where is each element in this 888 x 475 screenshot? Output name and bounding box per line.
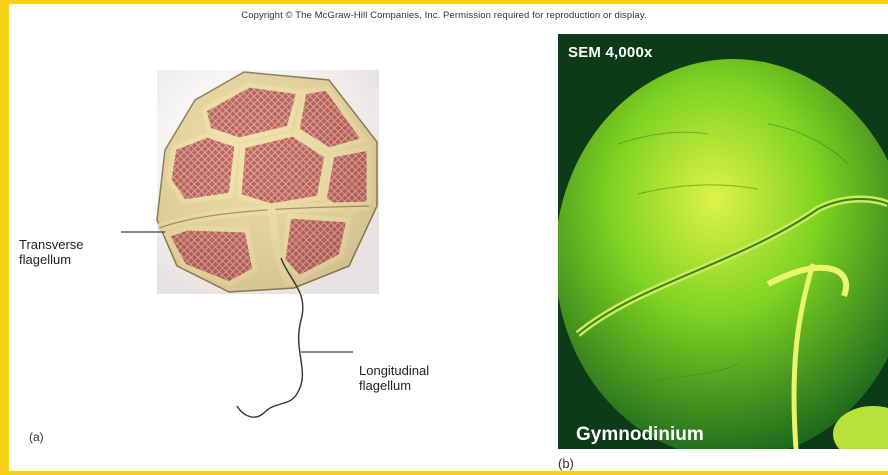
gymnodinium-micrograph: [558, 34, 888, 449]
theca-body: [157, 70, 379, 294]
genus-label: Gymnodinium: [576, 424, 704, 446]
illustration-panel-a: Transverse flagellum Longitudinal flagel…: [9, 30, 539, 460]
cell-body: [558, 59, 888, 449]
magnification-label: SEM 4,000x: [568, 44, 653, 61]
copyright-notice: Copyright © The McGraw-Hill Companies, I…: [0, 10, 888, 21]
transverse-flagellum-label: Transverse flagellum: [19, 237, 129, 267]
panel-a-label: (a): [29, 430, 44, 445]
sem-micrograph-panel-b: SEM 4,000x Gymnodinium: [558, 34, 888, 449]
longitudinal-flagellum-label: Longitudinal flagellum: [359, 363, 489, 393]
panel-b-label: (b): [558, 456, 574, 471]
